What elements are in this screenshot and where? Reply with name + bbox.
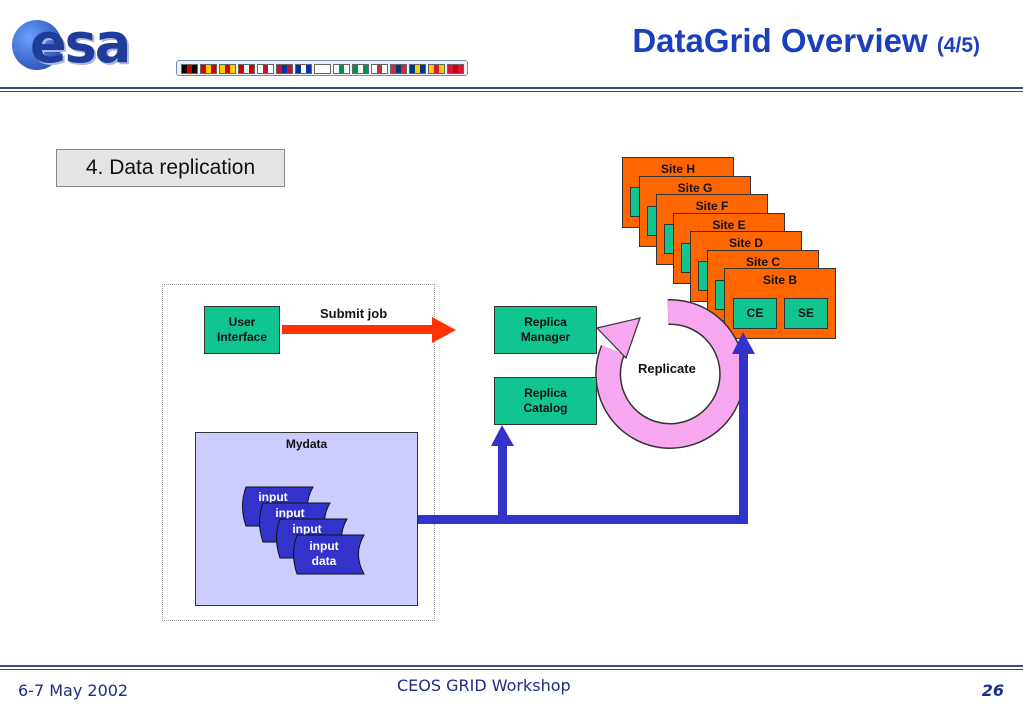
slide-title: DataGrid Overview (4/5) bbox=[520, 22, 980, 60]
user-interface-box: User Interface bbox=[204, 306, 280, 354]
user-workspace-frame bbox=[162, 284, 435, 621]
site-label: Site E bbox=[712, 217, 746, 232]
mydata-label: Mydata bbox=[285, 437, 328, 451]
site-label: Site B bbox=[762, 273, 797, 287]
footer-divider-thin bbox=[0, 669, 1023, 670]
flag-icon bbox=[333, 64, 350, 74]
page-number: 26 bbox=[981, 681, 1004, 700]
site-component-se: SE bbox=[784, 298, 828, 329]
flag-icon bbox=[428, 64, 445, 74]
step-label: 4. Data replication bbox=[56, 149, 285, 187]
input-file-label: input data bbox=[309, 539, 339, 568]
esa-logo-text: esa bbox=[30, 12, 131, 75]
flag-icon bbox=[295, 64, 312, 74]
flag-icon bbox=[447, 64, 464, 74]
member-flags-bar bbox=[176, 60, 468, 76]
input-file-label: input bbox=[292, 522, 322, 536]
input-file-label: input bbox=[258, 490, 288, 504]
flag-icon bbox=[238, 64, 255, 74]
flag-icon bbox=[219, 64, 236, 74]
esa-logo-globe bbox=[12, 20, 62, 70]
header-divider-thin bbox=[0, 91, 1023, 92]
replicate-arrow bbox=[595, 298, 746, 449]
replica-catalog-box: Replica Catalog bbox=[494, 377, 597, 425]
flag-icon bbox=[352, 64, 369, 74]
replicate-label: Replicate bbox=[638, 361, 696, 376]
replica-manager-box: Replica Manager bbox=[494, 306, 597, 354]
flag-icon bbox=[200, 64, 217, 74]
flag-icon bbox=[314, 64, 331, 74]
slide-title-main: DataGrid Overview bbox=[632, 22, 928, 59]
input-file-icon bbox=[293, 534, 365, 575]
flag-icon bbox=[390, 64, 407, 74]
site-label: Site F bbox=[695, 199, 729, 213]
slide-title-suffix: (4/5) bbox=[936, 34, 980, 57]
footer-date: 6-7 May 2002 bbox=[18, 681, 129, 700]
site-component-ce: CE bbox=[733, 298, 777, 329]
site-label: Site G bbox=[677, 180, 713, 195]
submit-job-label: Submit job bbox=[320, 306, 388, 321]
flag-icon bbox=[409, 64, 426, 74]
data-flow-arrows bbox=[386, 332, 755, 524]
submit-job-arrow bbox=[282, 317, 456, 343]
flag-icon bbox=[257, 64, 274, 74]
input-file-label: input bbox=[275, 506, 305, 520]
site-label: Site C bbox=[745, 254, 780, 269]
header-divider bbox=[0, 87, 1023, 89]
footer-divider bbox=[0, 665, 1023, 667]
site-label: Site H bbox=[660, 162, 695, 176]
flag-icon bbox=[371, 64, 388, 74]
footer-event: CEOS GRID Workshop bbox=[397, 676, 571, 695]
site-label: Site D bbox=[728, 236, 763, 250]
flag-icon bbox=[181, 64, 198, 74]
flag-icon bbox=[276, 64, 293, 74]
